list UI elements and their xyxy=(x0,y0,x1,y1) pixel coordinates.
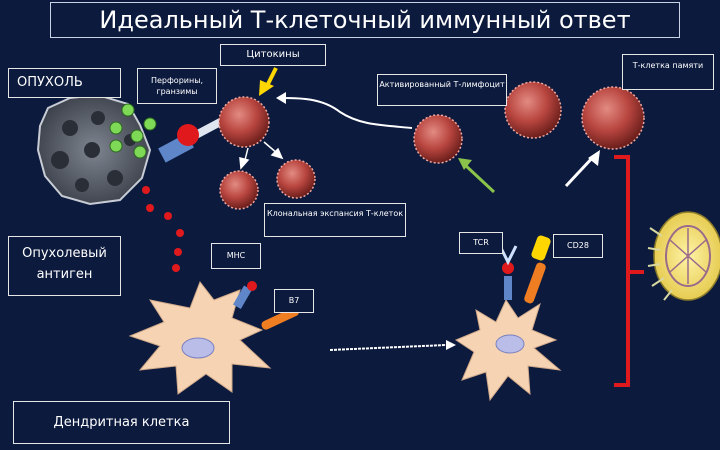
page-title: Идеальный Т-клеточный иммунный ответ xyxy=(50,2,680,38)
perforins-label: Перфорины, гранзимы xyxy=(137,68,217,104)
memory-arrow xyxy=(564,150,600,188)
tumor-label: ОПУХОЛЬ xyxy=(8,68,121,98)
cd28-label: CD28 xyxy=(553,234,603,258)
dendritic-cell-right xyxy=(454,235,562,402)
memory-cell-label: Т-клетка памяти xyxy=(622,54,714,90)
mhc-label: MHC xyxy=(211,243,261,269)
dendritic-cell-left xyxy=(128,280,299,395)
granzyme-granules xyxy=(109,103,157,159)
tumor-mass xyxy=(36,93,152,206)
green-activation-arrow xyxy=(458,158,496,194)
tcr-label: TCR xyxy=(459,232,503,254)
memory-tcell xyxy=(581,86,645,150)
cytotoxic-receptor xyxy=(158,117,224,163)
tumor-antigen-label: Опухолевый антиген xyxy=(8,236,121,296)
cytokine-arrow xyxy=(259,67,278,96)
activation-return-arrow xyxy=(276,92,413,129)
lymph-node xyxy=(647,211,720,301)
antigen-dots xyxy=(142,186,184,272)
b7-label: B7 xyxy=(274,289,314,313)
cytokines-label: Цитокины xyxy=(220,44,326,66)
killer-tcell xyxy=(218,96,270,148)
expansion-arrows xyxy=(239,141,284,170)
activated-lymphocyte-label: Активированный Т-лимфоцит xyxy=(377,74,507,106)
lymph-node-bracket xyxy=(614,155,644,387)
clonal-expansion-label: Клональная экспансия Т-клеток xyxy=(264,203,406,237)
activated-tcell xyxy=(413,81,562,164)
clone-tcells xyxy=(219,159,316,210)
dendritic-cell-label: Дендритная клетка xyxy=(13,401,230,444)
migration-arrow xyxy=(329,340,456,351)
